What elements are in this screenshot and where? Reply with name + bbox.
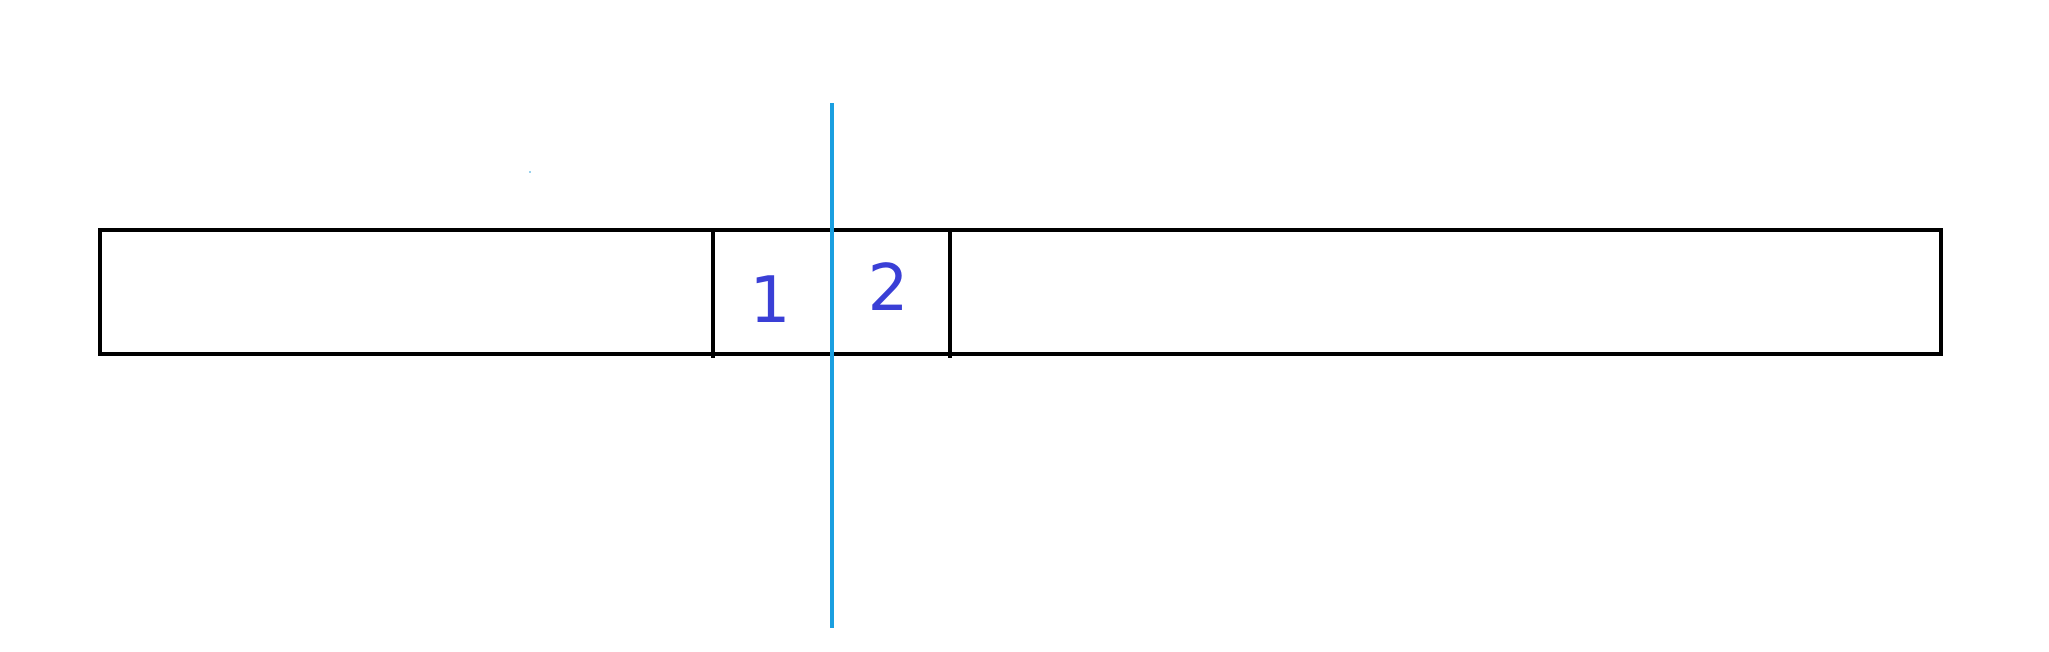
stray-dot (529, 171, 531, 173)
bar-outline (98, 228, 1943, 356)
cell-label-1: 1 (750, 264, 791, 338)
cell-label-2: 2 (868, 252, 909, 326)
